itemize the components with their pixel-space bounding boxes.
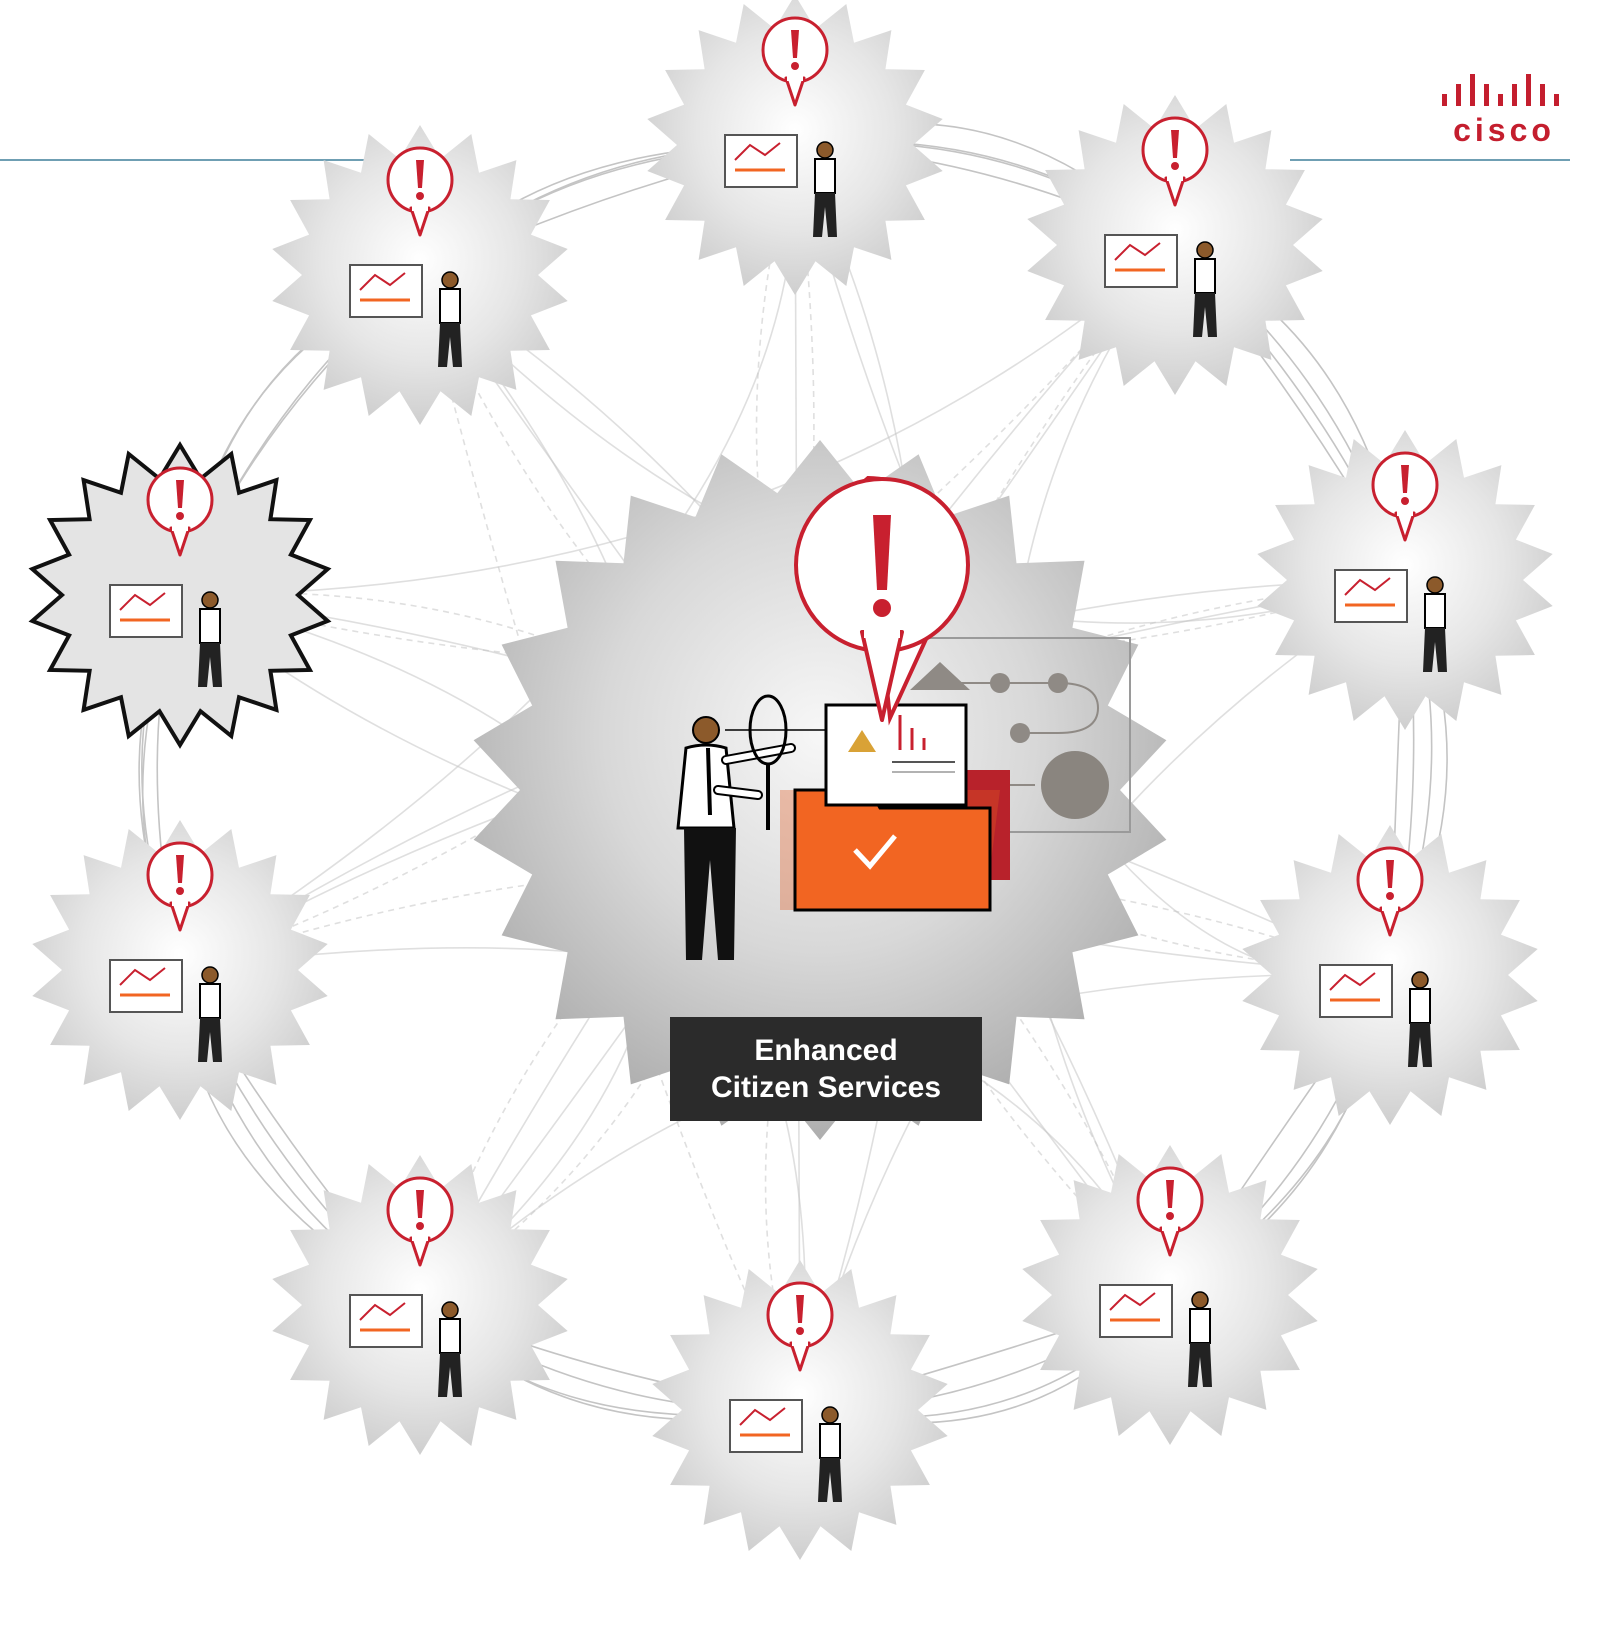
chart-document-icon <box>824 703 968 807</box>
alert-callout-icon <box>1356 846 1424 937</box>
man-with-question-marks-icon <box>729 1399 842 1502</box>
two-men-carrying-money-icon <box>724 134 837 237</box>
alert-callout-icon <box>386 146 454 237</box>
cisco-logo: cisco <box>1436 70 1572 150</box>
man-inspecting-folder-icon <box>109 584 222 687</box>
alert-callout-icon <box>794 475 970 726</box>
hub-caption: Enhanced Citizen Services <box>670 1017 982 1121</box>
alert-callout-icon <box>761 16 829 107</box>
satellite-monitoring-dashboards <box>272 125 568 425</box>
alert-callout-icon <box>766 1281 834 1372</box>
central-hub <box>473 440 1167 1140</box>
satellite-data-distribution <box>272 1155 568 1455</box>
businessman-figure <box>676 694 825 960</box>
alert-callout-icon <box>386 1176 454 1267</box>
satellite-uncertainty <box>652 1260 948 1560</box>
satellite-cloud <box>1257 430 1553 730</box>
cisco-wordmark: cisco <box>1453 112 1555 148</box>
blocked-data-pipe-icon <box>109 959 222 1062</box>
connection-line <box>179 579 1406 669</box>
person-at-desk-with-charts-icon <box>1319 964 1432 1067</box>
connection-line <box>179 591 1171 1296</box>
satellite-group <box>28 0 1553 1560</box>
satellite-citizen-services-highlighted <box>28 441 332 749</box>
person-at-monitor-wall-icon <box>349 264 462 367</box>
alert-callout-icon <box>146 841 214 932</box>
alert-callout-icon <box>146 466 214 557</box>
satellite-network-blocking <box>32 820 328 1120</box>
satellite-workflow-board <box>1022 1145 1318 1445</box>
satellite-analytics-desk <box>1242 825 1538 1125</box>
connection-line <box>179 865 1391 976</box>
person-with-radar-target-icon <box>1104 234 1217 337</box>
alert-callout-icon <box>1371 451 1439 542</box>
alert-callout-icon <box>1141 116 1209 207</box>
alert-callout-icon <box>1136 1166 1204 1257</box>
person-at-workflow-board-icon <box>1099 1284 1212 1387</box>
hub-caption-line2: Citizen Services <box>710 1071 942 1104</box>
satellite-threat-targeting <box>1027 95 1323 395</box>
connection-line <box>755 144 1171 1296</box>
cloud-outline-icon <box>1334 569 1447 672</box>
woman-with-servers-icon <box>349 1294 462 1397</box>
folder-icon <box>780 770 1010 912</box>
satellite-money-transfer <box>647 0 943 295</box>
check-icon <box>853 834 897 870</box>
hub-caption-line1: Enhanced <box>754 1034 898 1067</box>
cisco-bars-logo-icon <box>1442 74 1559 106</box>
